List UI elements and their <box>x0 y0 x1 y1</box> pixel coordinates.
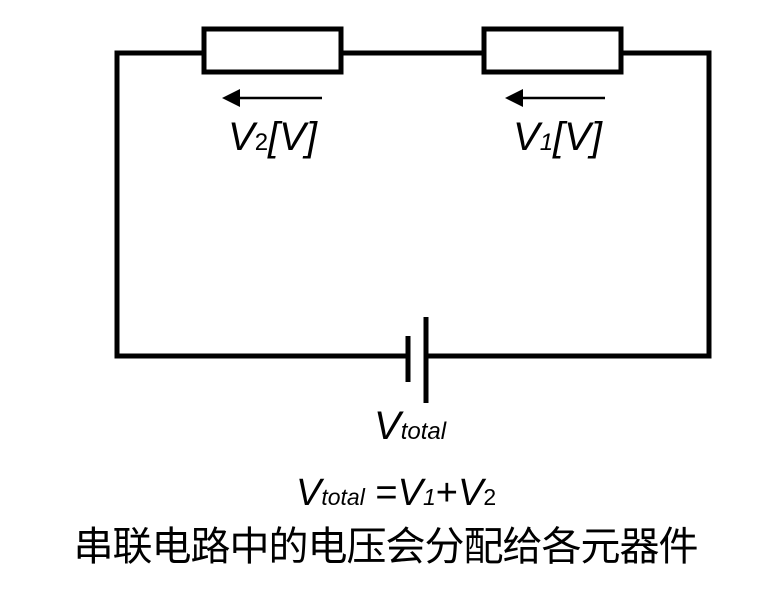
resistor-1 <box>481 26 624 75</box>
v1-unit: [V] <box>553 115 602 159</box>
voltage-arrow-right <box>505 89 605 107</box>
caption: 串联电路中的电压会分配给各元器件 <box>73 524 699 570</box>
eq-lhs-main: V <box>296 472 322 514</box>
v2-unit: [V] <box>268 115 317 159</box>
v2-sub: 2 <box>254 129 269 156</box>
voltage-arrow-left <box>222 89 322 107</box>
v1-main: V <box>513 115 540 159</box>
vtotal-main: V <box>374 404 401 448</box>
eq-t1-main: V <box>397 472 423 514</box>
eq-t2-main: V <box>457 472 484 514</box>
v1-sub: 1 <box>539 129 554 156</box>
eq-t1-sub: 1 <box>422 484 436 510</box>
voltage-label-v2: V2[V] <box>228 117 317 157</box>
vtotal-sub: total <box>400 418 447 445</box>
resistor-2 <box>201 26 344 75</box>
voltage-label-v1: V1[V] <box>513 117 602 157</box>
eq-t2-sub: 2 <box>483 484 497 510</box>
voltage-equation: Vtotal =V1+V2 <box>296 474 496 512</box>
eq-equals: = <box>364 472 398 514</box>
v2-main: V <box>228 115 255 159</box>
eq-plus: + <box>435 472 458 514</box>
eq-lhs-sub: total <box>321 484 365 510</box>
battery-label: Vtotal <box>374 406 446 446</box>
